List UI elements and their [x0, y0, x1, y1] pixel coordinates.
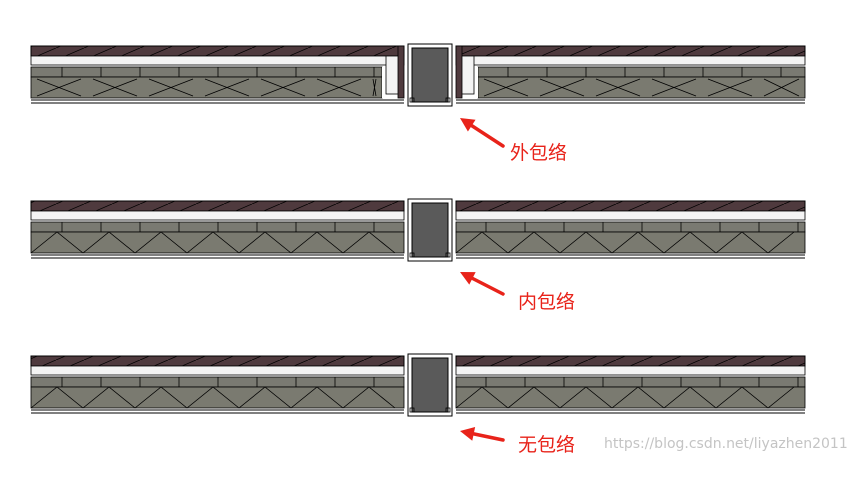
label-outer-wrap: 外包络: [510, 142, 568, 164]
brick-course: [455, 221, 806, 233]
insulation-band: [455, 365, 806, 376]
outer-finish-hatch: [456, 46, 805, 56]
insulation-band: [455, 55, 806, 66]
insulation-band: [30, 365, 405, 376]
brick-course: [30, 376, 405, 388]
structural-column: [411, 202, 449, 258]
wall-core: [30, 76, 383, 99]
wall-panel-no-wrap: [30, 353, 806, 442]
insulation-pattern: [483, 78, 800, 97]
pointer-arrow-shaft: [470, 276, 505, 296]
brick-course: [30, 221, 405, 233]
outer-finish-hatch: [456, 201, 805, 211]
wall-panel-outer-wrap: [30, 43, 806, 148]
label-inner-wrap: 内包络: [518, 291, 576, 313]
structural-column: [411, 47, 449, 103]
brick-course: [455, 376, 806, 388]
column-anchor: [445, 97, 451, 103]
column-anchor: [409, 252, 415, 258]
pointer-arrow-head: [460, 427, 476, 441]
outer-finish-hatch: [31, 201, 404, 211]
column-anchor: [445, 252, 451, 258]
brick-course: [30, 66, 383, 78]
insulation-pattern: [455, 231, 795, 254]
outer-finish-hatch: [31, 356, 404, 366]
outer-finish-hatch: [456, 356, 805, 366]
insulation-band: [455, 210, 806, 221]
watermark-url: https://blog.csdn.net/liyazhen2011: [604, 436, 848, 452]
brick-course: [477, 66, 806, 78]
wall-core: [477, 76, 806, 99]
column-anchor: [445, 407, 451, 413]
column-anchor: [409, 407, 415, 413]
outer-finish-hatch: [31, 46, 404, 56]
pointer-arrow-head: [460, 272, 476, 285]
label-no-wrap: 无包络: [518, 434, 576, 456]
pointer-arrow-shaft: [471, 432, 505, 442]
insulation-pattern: [30, 231, 396, 254]
pointer-arrow-shaft: [469, 123, 505, 148]
wall-core: [455, 386, 806, 409]
wrap-outer-return: [455, 45, 463, 99]
insulation-pattern: [36, 78, 377, 97]
insulation-band: [30, 210, 405, 221]
insulation-band: [30, 55, 405, 66]
insulation-pattern: [455, 386, 795, 409]
insulation-pattern: [30, 386, 396, 409]
column-anchor: [409, 97, 415, 103]
wrap-outer-return: [397, 45, 405, 99]
wall-panel-inner-wrap: [30, 198, 806, 296]
pointer-arrow-head: [460, 118, 476, 132]
structural-column: [411, 357, 449, 413]
wall-core: [455, 231, 806, 254]
